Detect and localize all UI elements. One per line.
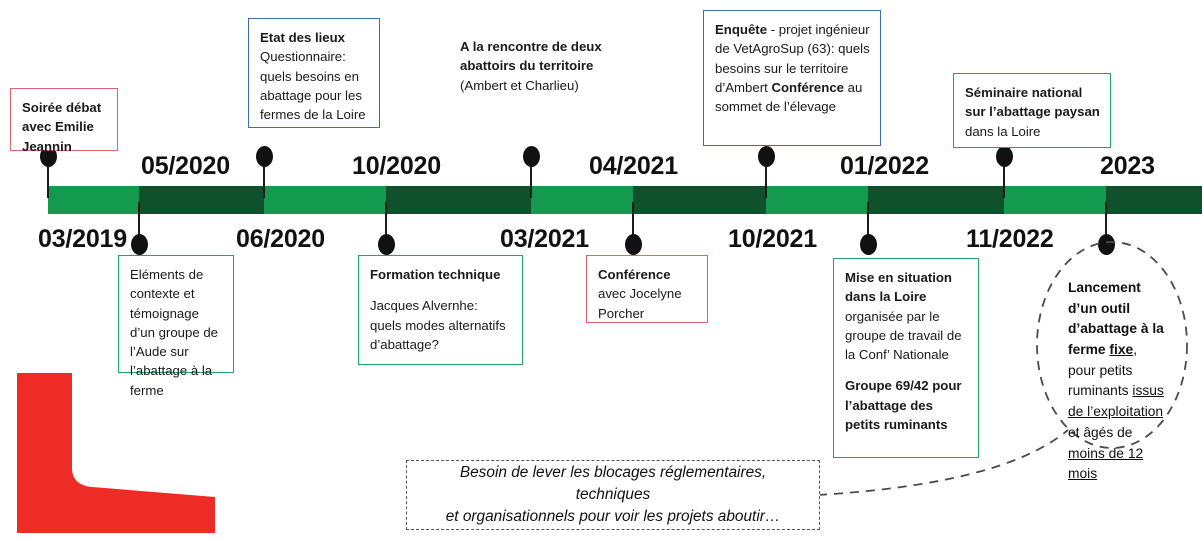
note-spacer-2 [845,364,968,376]
note-formation-body: Jacques Alvernhe: quels modes alternatif… [370,298,506,352]
note-mise-en-situation-title2: Groupe 69/42 pour l’abattage des petits … [845,378,962,432]
note-etat-des-lieux[interactable]: Etat des lieux Questionnaire: quels beso… [248,18,380,128]
note-lancement-t1: Lancement d’un outil d’abattage à la fer… [1068,280,1164,358]
marker-dot-11-2022 [996,146,1013,167]
note-elements-contexte[interactable]: Eléments de contexte et témoignage d’un … [118,255,234,398]
note-seminaire-national[interactable]: Séminaire national sur l’abattage paysan… [953,73,1111,148]
marker-stem-10-2021 [765,156,767,198]
marker-stem-01-2022 [867,202,869,244]
marker-dot-01-2022 [860,234,877,255]
note-conference-porcher-title: Conférence [598,267,671,282]
marker-stem-04-2021 [632,202,634,244]
note-soiree-debat[interactable]: Soirée débat avec Emilie Jeannin [10,88,118,154]
marker-stem-11-2022 [1003,156,1005,198]
note-lancement-u1: fixe [1109,342,1134,358]
red-l-shape-icon [17,373,215,533]
note-enquete-body: - projet ingénieur de VetAgroSup (63): q… [715,22,870,95]
note-lancement-t3: et âgés de [1068,424,1133,440]
note-etat-des-lieux-title: Etat des lieux [260,30,346,45]
note-enquete-vetagrosup[interactable]: Enquête - projet ingénieur de VetAgroSup… [703,10,881,146]
date-label-11-2022: 11/2022 [966,225,1054,253]
marker-dot-06-2020 [256,146,273,167]
callout-line-1: Besoin de lever les blocages réglementai… [459,463,767,503]
timeline-segment-dark-3 [633,186,766,214]
marker-stem-06-2020 [263,156,265,198]
timeline-segment-light-5 [1004,186,1106,214]
note-etat-des-lieux-body: Questionnaire: quels besoins en abattage… [260,49,366,123]
timeline-segment-dark-5 [1106,186,1202,214]
note-lancement-u3: moins de 12 mois [1068,445,1144,482]
note-seminaire-body: dans la Loire [965,123,1041,139]
marker-stem-05-2020 [138,202,140,244]
note-soiree-debat-title: Soirée débat avec Emilie Jeannin [22,100,102,154]
note-rencontre-abattoirs-body: (Ambert et Charlieu) [460,77,579,93]
note-rencontre-abattoirs[interactable]: A la rencontre de deux abattoirs du terr… [458,28,618,114]
note-lancement-outil[interactable]: Lancement d’un outil d’abattage à la fer… [1046,252,1186,481]
callout-line-2: et organisationnels pour voir les projet… [445,508,781,526]
date-label-10-2021: 10/2021 [728,225,817,253]
note-lancement-t2: , pour petits ruminants [1068,342,1138,399]
note-formation-technique[interactable]: Formation technique Jacques Alvernhe: qu… [358,255,523,365]
date-label-2023: 2023 [1100,152,1155,180]
timeline-segment-light-2 [264,186,386,214]
date-label-03-2021: 03/2021 [500,225,589,253]
timeline-segment-dark-4 [868,186,1004,214]
note-mise-en-situation-title: Mise en situation dans la Loire [845,270,952,305]
marker-dot-04-2021 [625,234,642,255]
note-conference-porcher[interactable]: Conférence avec Jocelyne Porcher [586,255,708,323]
note-conference-porcher-body: avec Jocelyne Porcher [598,286,682,321]
note-elements-contexte-body: Eléments de contexte et témoignage d’un … [130,267,218,398]
note-spacer [370,284,512,296]
note-enquete-title: Enquête [715,22,768,37]
note-enquete-title2: Conférence [771,79,844,95]
note-lancement-u2: issus de l’exploitation [1068,383,1164,420]
marker-stem-03-2019 [47,156,49,198]
marker-dot-03-2019 [40,146,57,167]
marker-stem-03-2021 [530,156,532,198]
timeline-bar [0,186,1202,214]
marker-dot-10-2020 [378,234,395,255]
note-mise-en-situation[interactable]: Mise en situation dans la Loire organisé… [833,258,979,458]
note-enquete-body2: au sommet de l’élevage [715,79,863,115]
marker-stem-10-2020 [385,202,387,244]
note-mise-en-situation-body: organisée par le groupe de travail de la… [845,308,962,363]
timeline-segment-light-3 [531,186,633,214]
date-label-01-2022: 01/2022 [840,152,929,180]
date-label-05-2020: 05/2020 [141,152,230,180]
date-label-10-2020: 10/2020 [352,152,441,180]
callout-besoin-blocages[interactable]: Besoin de lever les blocages réglementai… [406,460,820,530]
marker-dot-05-2020 [131,234,148,255]
date-label-03-2019: 03/2019 [38,225,127,253]
note-seminaire-title: Séminaire national sur l’abattage paysan [965,85,1100,120]
date-label-04-2021: 04/2021 [589,152,678,180]
marker-dot-10-2021 [758,146,775,167]
timeline-segment-dark-1 [139,186,264,214]
timeline-segment-light-4 [766,186,868,214]
note-formation-title: Formation technique [370,267,501,282]
timeline-segment-dark-2 [386,186,531,214]
marker-stem-2023 [1105,202,1107,244]
note-rencontre-abattoirs-title: A la rencontre de deux abattoirs du terr… [460,39,602,74]
date-label-06-2020: 06/2020 [236,225,325,253]
timeline-segment-light-1 [48,186,139,214]
marker-dot-03-2021 [523,146,540,167]
